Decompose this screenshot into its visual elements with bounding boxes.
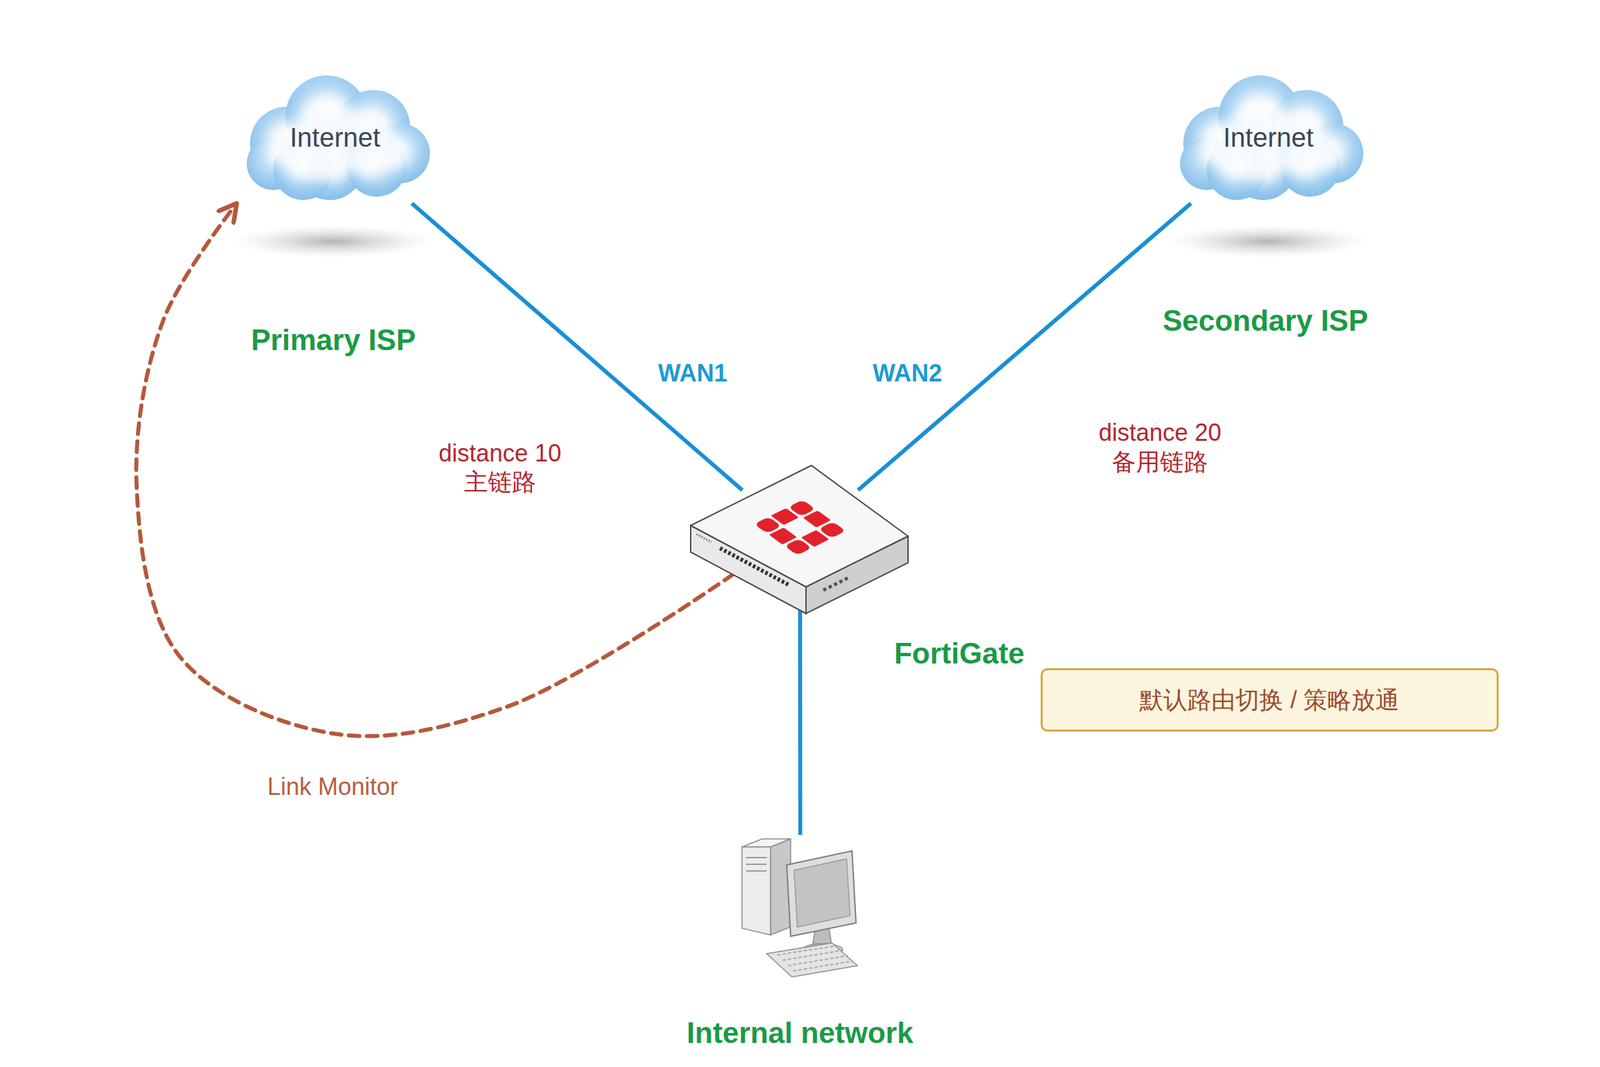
link-monitor-arrow [136, 203, 734, 736]
device-ports [823, 576, 850, 590]
device-top-face [690, 465, 908, 587]
route-distance: distance 10 [438, 439, 562, 468]
route-distance: distance 20 [1098, 418, 1222, 447]
link-role: 主链路 [464, 466, 536, 499]
edge-label: WAN2 [872, 359, 942, 388]
note-box: 默认路由切换 / 策略放通 [1040, 668, 1499, 732]
monitor-screen [794, 858, 850, 927]
art-rect [784, 538, 812, 556]
device-ports [720, 548, 790, 586]
cloud-shadow [233, 225, 434, 258]
node-text: 默认路由切换 / 策略放通 [1042, 670, 1497, 730]
tower-front [742, 846, 771, 935]
cloud-shadow [1168, 225, 1368, 258]
keyboard-keys [777, 945, 854, 971]
tower-bays [746, 857, 767, 871]
edge-label: WAN1 [658, 359, 728, 388]
internet-cloud: Internet [236, 70, 434, 204]
fortinet-logo [754, 499, 846, 555]
wan-link [858, 203, 1191, 490]
node-text: Internet [236, 122, 434, 153]
isp-name: Primary ISP [250, 323, 416, 357]
workstation: Internal network [738, 834, 862, 977]
keyboard [766, 942, 858, 977]
isp-name: Secondary ISP [1162, 304, 1368, 338]
node-text: FortiGate [859, 636, 1060, 671]
edge-label: Link Monitor [267, 772, 398, 801]
wan-link [412, 203, 743, 490]
monitor-frame [786, 850, 856, 936]
workstation-art [738, 834, 862, 977]
firewall-device: FortiGate [733, 490, 867, 590]
internet-cloud: Internet [1170, 70, 1367, 204]
device-leds [696, 534, 712, 542]
firewall-device-art [690, 463, 910, 617]
link-role: 备用链路 [1112, 446, 1208, 479]
node-text: Internal network [633, 1016, 967, 1050]
lan-link [798, 590, 802, 835]
node-text: Internet [1170, 122, 1367, 153]
